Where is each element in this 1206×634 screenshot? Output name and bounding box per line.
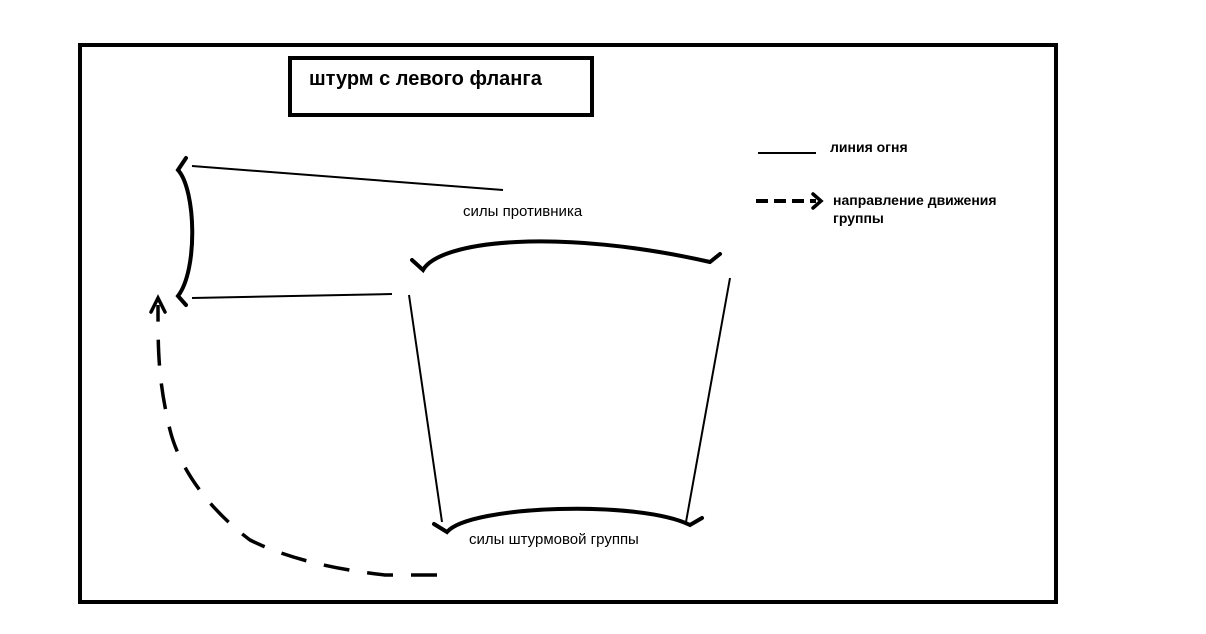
assault-group-label: силы штурмовой группы bbox=[469, 531, 639, 548]
legend-movement-label: направление движения группы bbox=[833, 191, 997, 227]
fire-line-bottom-left bbox=[191, 293, 393, 299]
enemy-forces-arc bbox=[410, 239, 722, 274]
legend-movement-arrowhead bbox=[811, 192, 824, 210]
enemy-forces-label: силы противника bbox=[463, 203, 583, 220]
movement-arrowhead bbox=[149, 294, 167, 314]
diagram-frame bbox=[78, 43, 1058, 604]
assault-group-arc bbox=[432, 506, 704, 535]
legend-movement-label-line1: направление движения bbox=[833, 192, 997, 208]
legend-fire-line-label: линия огня bbox=[830, 139, 908, 155]
diagram-title: штурм с левого фланга bbox=[309, 68, 542, 90]
fire-line-top-left bbox=[191, 165, 504, 191]
fire-line-right-side bbox=[685, 277, 731, 523]
movement-path-dashed bbox=[156, 304, 437, 577]
legend-movement-label-line2: группы bbox=[833, 210, 884, 226]
fire-line-left-side bbox=[408, 294, 443, 523]
left-flank-arc bbox=[175, 156, 195, 307]
title-box bbox=[288, 56, 594, 117]
